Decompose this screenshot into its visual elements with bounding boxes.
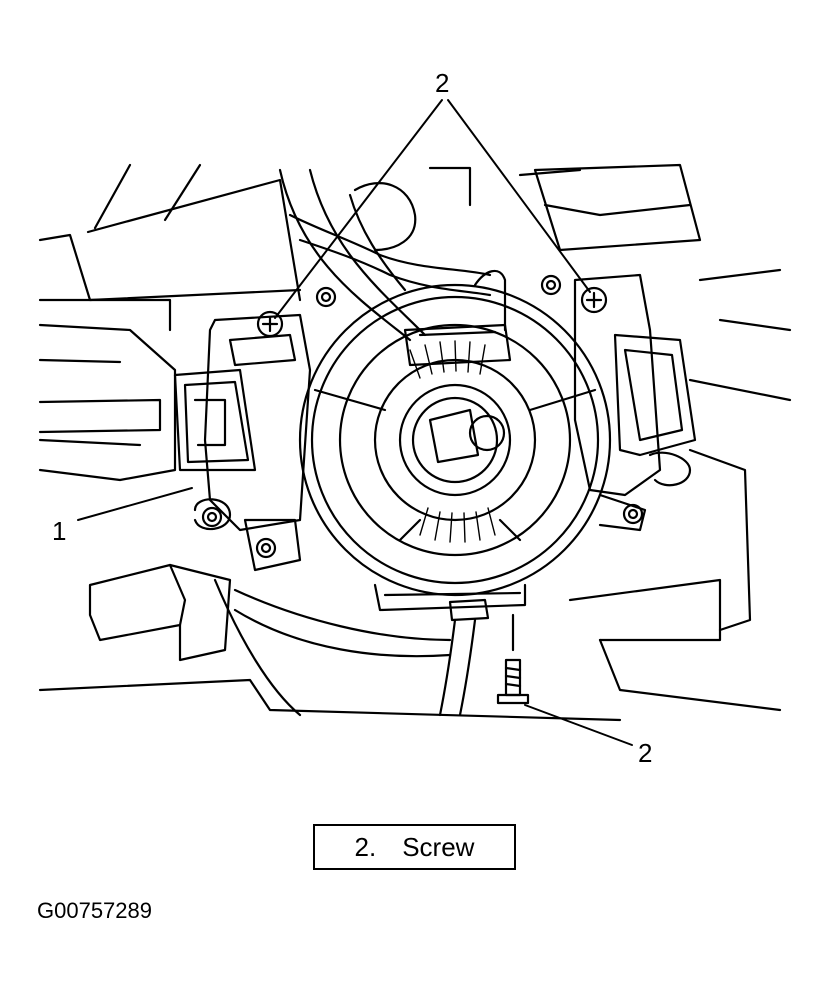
column-cover-upper	[38, 163, 702, 332]
clockspring-outer-ring	[298, 283, 612, 612]
legend-label: Screw	[402, 831, 475, 862]
ring-hatching	[409, 340, 496, 543]
mounting-stud-lower-left	[201, 506, 223, 528]
screw-upper-right	[580, 286, 608, 314]
screw-loose	[496, 613, 530, 705]
left-switch-housing	[173, 313, 312, 572]
mounting-stud-left-top	[315, 286, 337, 308]
right-switch-housing	[573, 273, 697, 532]
screw-upper-left	[256, 310, 284, 338]
mounting-stud-left-bottom	[255, 537, 277, 559]
wire-harness-top	[278, 168, 507, 342]
mounting-stud-right-bottom	[622, 503, 644, 525]
mounting-stud-right-top	[540, 274, 562, 296]
callout-2-bottom-right: 2	[638, 738, 653, 768]
clockspring-hub	[398, 383, 512, 497]
steering-column-shroud	[38, 268, 792, 722]
leader-lines	[77, 99, 633, 746]
legend-box: 2. Screw	[313, 824, 516, 870]
callout-1-left: 1	[52, 516, 67, 546]
figure-id: G00757289	[37, 898, 152, 923]
legend-number: 2.	[354, 831, 377, 862]
top-connector	[403, 323, 512, 367]
bottom-connector	[213, 578, 490, 717]
lower-bracket	[88, 563, 232, 662]
callout-2-top: 2	[435, 68, 450, 98]
